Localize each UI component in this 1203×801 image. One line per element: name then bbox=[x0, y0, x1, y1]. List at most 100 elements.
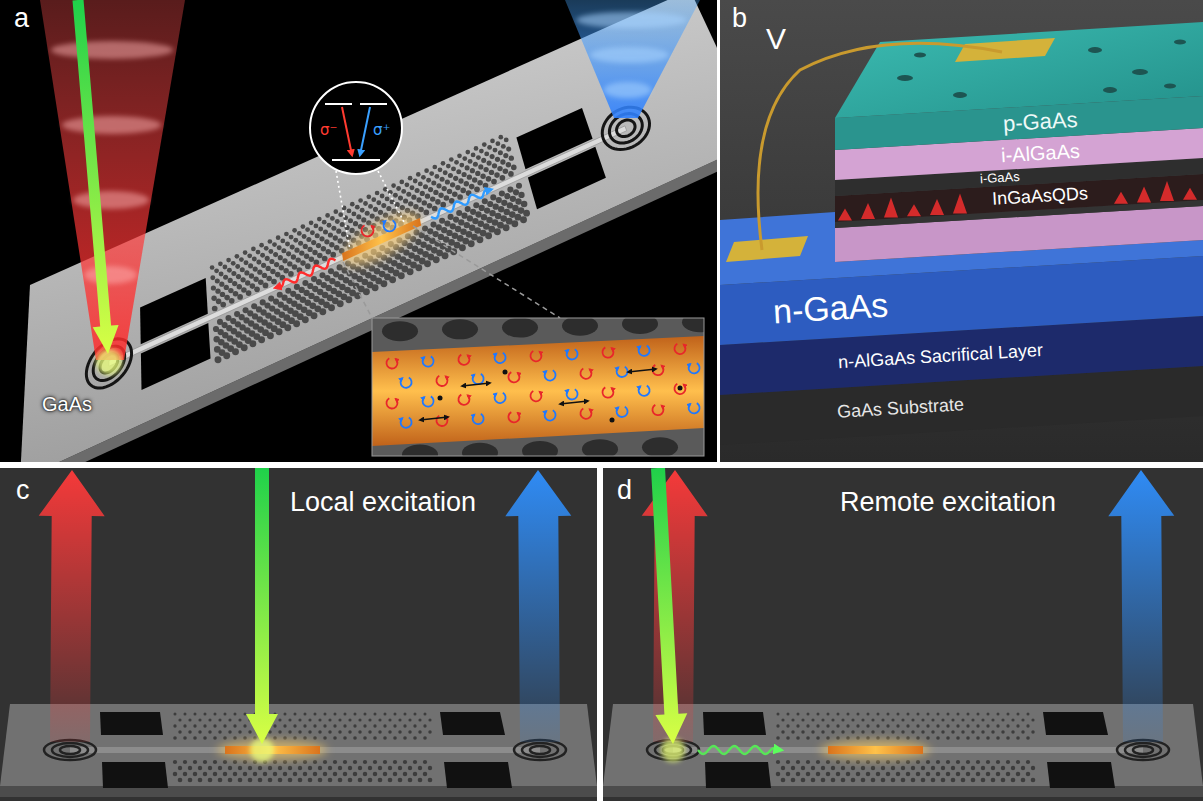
photonic-hole bbox=[258, 766, 262, 770]
photonic-hole bbox=[876, 736, 880, 740]
inset-hole bbox=[582, 439, 618, 456]
photonic-hole bbox=[491, 179, 497, 185]
panel: dRemote excitation bbox=[603, 468, 1203, 801]
panel-letter: a bbox=[14, 4, 29, 34]
photonic-hole bbox=[343, 760, 347, 764]
quantum-dot bbox=[953, 194, 967, 214]
photonic-hole bbox=[423, 184, 428, 189]
photonic-hole bbox=[966, 724, 969, 727]
photonic-hole bbox=[911, 766, 915, 770]
waveguide bbox=[673, 747, 1143, 753]
photonic-hole bbox=[996, 724, 999, 727]
photonic-hole bbox=[926, 736, 930, 740]
photonic-hole bbox=[503, 153, 508, 158]
photonic-hole bbox=[330, 216, 335, 221]
photonic-hole bbox=[413, 712, 416, 715]
photonic-hole bbox=[480, 173, 485, 178]
photonic-hole bbox=[464, 181, 469, 186]
cavity bbox=[828, 746, 923, 754]
photonic-hole bbox=[452, 191, 458, 197]
photonic-hole bbox=[425, 194, 430, 199]
photonic-hole bbox=[500, 175, 506, 181]
photonic-hole bbox=[398, 196, 403, 201]
photonic-hole bbox=[298, 730, 301, 733]
photonic-hole bbox=[378, 730, 381, 733]
photonic-hole bbox=[273, 252, 278, 257]
photonic-hole bbox=[203, 760, 207, 764]
inset-hole bbox=[502, 318, 538, 338]
photonic-hole bbox=[961, 730, 964, 733]
red-emission bbox=[39, 470, 105, 742]
photonic-hole bbox=[851, 718, 854, 721]
photonic-hole bbox=[328, 304, 335, 311]
photonic-hole bbox=[442, 252, 449, 259]
photonic-hole bbox=[288, 730, 291, 733]
photonic-hole bbox=[398, 718, 401, 721]
inset-hole bbox=[682, 318, 704, 332]
photonic-hole bbox=[365, 211, 370, 216]
photonic-hole bbox=[298, 241, 303, 246]
photonic-hole bbox=[338, 778, 343, 783]
photonic-hole bbox=[183, 760, 187, 764]
photonic-hole bbox=[876, 712, 879, 715]
photonic-hole bbox=[791, 730, 794, 733]
photonic-hole bbox=[188, 718, 191, 721]
photonic-hole bbox=[231, 261, 236, 266]
photonic-hole bbox=[318, 766, 322, 770]
photonic-hole bbox=[349, 228, 354, 233]
photonic-hole bbox=[218, 261, 223, 266]
photonic-hole bbox=[228, 730, 231, 733]
dot bbox=[438, 396, 443, 401]
photonic-hole bbox=[459, 163, 464, 168]
photonic-hole bbox=[495, 157, 500, 162]
photonic-hole bbox=[435, 199, 441, 205]
photonic-hole bbox=[510, 196, 516, 202]
photonic-hole bbox=[901, 766, 905, 770]
photonic-hole bbox=[178, 766, 182, 770]
photonic-hole bbox=[293, 238, 298, 243]
photonic-hole bbox=[467, 215, 473, 221]
photonic-hole bbox=[183, 724, 186, 727]
photonic-hole bbox=[278, 730, 281, 733]
photonic-hole bbox=[831, 778, 836, 783]
photonic-hole bbox=[283, 724, 286, 727]
photonic-hole bbox=[319, 236, 324, 241]
photonic-hole bbox=[806, 736, 810, 740]
photonic-hole bbox=[223, 760, 227, 764]
photonic-hole bbox=[293, 772, 297, 776]
photonic-hole bbox=[424, 168, 429, 173]
panel-ground bbox=[0, 468, 597, 801]
photonic-hole bbox=[383, 736, 387, 740]
grating-ring bbox=[60, 746, 80, 754]
photonic-hole bbox=[846, 736, 850, 740]
photonic-hole bbox=[991, 778, 996, 783]
photonic-hole bbox=[193, 760, 197, 764]
photonic-hole bbox=[420, 191, 425, 196]
photonic-hole bbox=[203, 712, 206, 715]
photonic-hole bbox=[776, 772, 780, 776]
photonic-hole bbox=[474, 146, 479, 151]
photonic-hole bbox=[193, 736, 197, 740]
panel-a-art bbox=[0, 0, 717, 462]
photonic-hole bbox=[378, 718, 381, 721]
photonic-hole bbox=[458, 178, 463, 183]
photonic-hole bbox=[375, 191, 380, 196]
photonic-hole bbox=[786, 760, 790, 764]
photonic-hole bbox=[238, 730, 241, 733]
photonic-hole bbox=[323, 772, 327, 776]
photonic-hole bbox=[278, 718, 281, 721]
photonic-hole bbox=[408, 766, 412, 770]
photonic-hole bbox=[433, 190, 438, 195]
inset-hole bbox=[462, 443, 498, 456]
bottom-contact bbox=[726, 236, 808, 262]
photonic-hole bbox=[253, 276, 258, 281]
photonic-hole bbox=[323, 760, 327, 764]
photonic-hole bbox=[423, 712, 426, 715]
panel-letter: b bbox=[732, 4, 747, 34]
inset-hole bbox=[642, 437, 678, 456]
quantum-dot bbox=[884, 198, 898, 218]
photonic-hole bbox=[313, 712, 316, 715]
photonic-hole bbox=[876, 724, 879, 727]
photonic-hole bbox=[916, 760, 920, 764]
photonic-hole bbox=[304, 254, 309, 259]
